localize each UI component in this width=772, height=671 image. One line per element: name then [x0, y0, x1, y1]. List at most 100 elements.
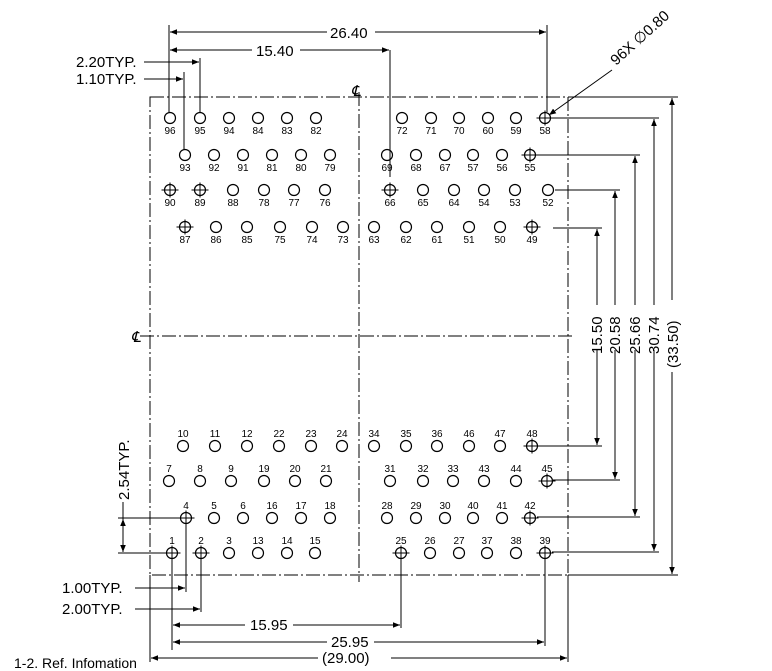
- dim-label-1-00-typ: 1.00TYP.: [62, 580, 123, 597]
- pin-label-29: 29: [410, 501, 422, 512]
- pin-label-44: 44: [510, 464, 522, 475]
- pin-32: [416, 474, 430, 488]
- pin-label-21: 21: [320, 464, 332, 475]
- pin-label-54: 54: [478, 198, 490, 209]
- pin-label-67: 67: [439, 163, 451, 174]
- dimension-2-54-typ: 2.54TYP.: [116, 439, 180, 554]
- pin-label-93: 93: [179, 163, 191, 174]
- pin-83: [280, 111, 294, 125]
- pin-label-57: 57: [467, 163, 479, 174]
- pin-43: [477, 474, 491, 488]
- dimension-33-50: (33.50): [568, 96, 682, 576]
- pin-33: [446, 474, 460, 488]
- dimension-1-10-typ: 1.10TYP.: [76, 71, 185, 150]
- centerline-mark-top: ℄: [351, 83, 361, 100]
- dimension-15-50: 15.50: [538, 227, 606, 447]
- pin-71: [424, 111, 438, 125]
- pin-label-17: 17: [295, 501, 307, 512]
- pin-31: [383, 474, 397, 488]
- pin-label-2: 2: [198, 536, 204, 547]
- pin-10: [176, 439, 190, 453]
- pin-13: [251, 546, 265, 560]
- pin-53: [508, 183, 522, 197]
- pin-12: [240, 439, 254, 453]
- pin-label-34: 34: [368, 429, 380, 440]
- dim-label-2-54-typ: 2.54TYP.: [116, 439, 133, 500]
- pin-label-35: 35: [400, 429, 412, 440]
- pin-label-56: 56: [496, 163, 508, 174]
- pin-93: [178, 148, 192, 162]
- pin-79: [323, 148, 337, 162]
- pin-19: [257, 474, 271, 488]
- pin-92: [207, 148, 221, 162]
- pin-label-89: 89: [194, 198, 206, 209]
- pin-label-58: 58: [539, 126, 551, 137]
- pin-63: [367, 220, 381, 234]
- pin-label-23: 23: [305, 429, 317, 440]
- pin-84: [251, 111, 265, 125]
- pin-75: [273, 220, 287, 234]
- pin-14: [280, 546, 294, 560]
- pin-label-82: 82: [310, 126, 322, 137]
- pin-label-53: 53: [509, 198, 521, 209]
- pin-46: [462, 439, 476, 453]
- pin-label-20: 20: [289, 464, 301, 475]
- pin-label-19: 19: [258, 464, 270, 475]
- pin-22: [272, 439, 286, 453]
- pin-64: [447, 183, 461, 197]
- dimension-15-40: 15.40: [170, 43, 391, 177]
- pin-62: [399, 220, 413, 234]
- pin-label-86: 86: [210, 235, 222, 246]
- pin-label-96: 96: [164, 126, 176, 137]
- dim-label-2-00-typ: 2.00TYP.: [62, 601, 123, 618]
- pin-label-26: 26: [424, 536, 436, 547]
- dim-label-33-50: (33.50): [665, 320, 682, 368]
- pin-label-48: 48: [526, 429, 538, 440]
- pin-6: [236, 511, 250, 525]
- pin-label-14: 14: [281, 536, 293, 547]
- pin-label-40: 40: [467, 501, 479, 512]
- pin-73: [336, 220, 350, 234]
- dim-label-2-20-typ: 2.20TYP.: [76, 54, 137, 71]
- pin-94: [222, 111, 236, 125]
- figure-caption: 1-2. Ref. Infomation: [14, 655, 137, 671]
- pin-label-47: 47: [494, 429, 506, 440]
- pin-label-74: 74: [306, 235, 318, 246]
- pin-label-25: 25: [395, 536, 407, 547]
- pin-label-92: 92: [208, 163, 220, 174]
- dim-label-29-00: (29.00): [322, 650, 370, 667]
- pin-label-75: 75: [274, 235, 286, 246]
- pin-label-70: 70: [453, 126, 465, 137]
- dimension-2-20-typ: 2.20TYP.: [76, 54, 201, 112]
- pin-95: [193, 111, 207, 125]
- pin-15: [308, 546, 322, 560]
- pin-label-9: 9: [228, 464, 234, 475]
- pin-label-18: 18: [324, 501, 336, 512]
- pin-label-64: 64: [448, 198, 460, 209]
- dimension-1-00-typ: 1.00TYP.: [62, 525, 187, 650]
- pin-label-1: 1: [169, 536, 175, 547]
- pin-label-43: 43: [478, 464, 490, 475]
- pin-label-79: 79: [324, 163, 336, 174]
- pin-label-49: 49: [526, 235, 538, 246]
- pin-label-87: 87: [179, 235, 191, 246]
- pin-34: [367, 439, 381, 453]
- pin-label-52: 52: [542, 198, 554, 209]
- dimension-15-95: 15.95: [173, 560, 402, 634]
- dim-label-25-95: 25.95: [331, 634, 369, 651]
- pin-label-94: 94: [223, 126, 235, 137]
- pin-label-83: 83: [281, 126, 293, 137]
- pin-label-24: 24: [336, 429, 348, 440]
- pin-label-71: 71: [425, 126, 437, 137]
- pin-label-80: 80: [295, 163, 307, 174]
- pin-16: [265, 511, 279, 525]
- pin-label-61: 61: [431, 235, 443, 246]
- pin-label-91: 91: [237, 163, 249, 174]
- pin-5: [207, 511, 221, 525]
- pin-52: [541, 183, 555, 197]
- pin-label-3: 3: [226, 536, 232, 547]
- pin-label-84: 84: [252, 126, 264, 137]
- pin-label-63: 63: [368, 235, 380, 246]
- pin-label-55: 55: [524, 163, 536, 174]
- pin-label-90: 90: [164, 198, 176, 209]
